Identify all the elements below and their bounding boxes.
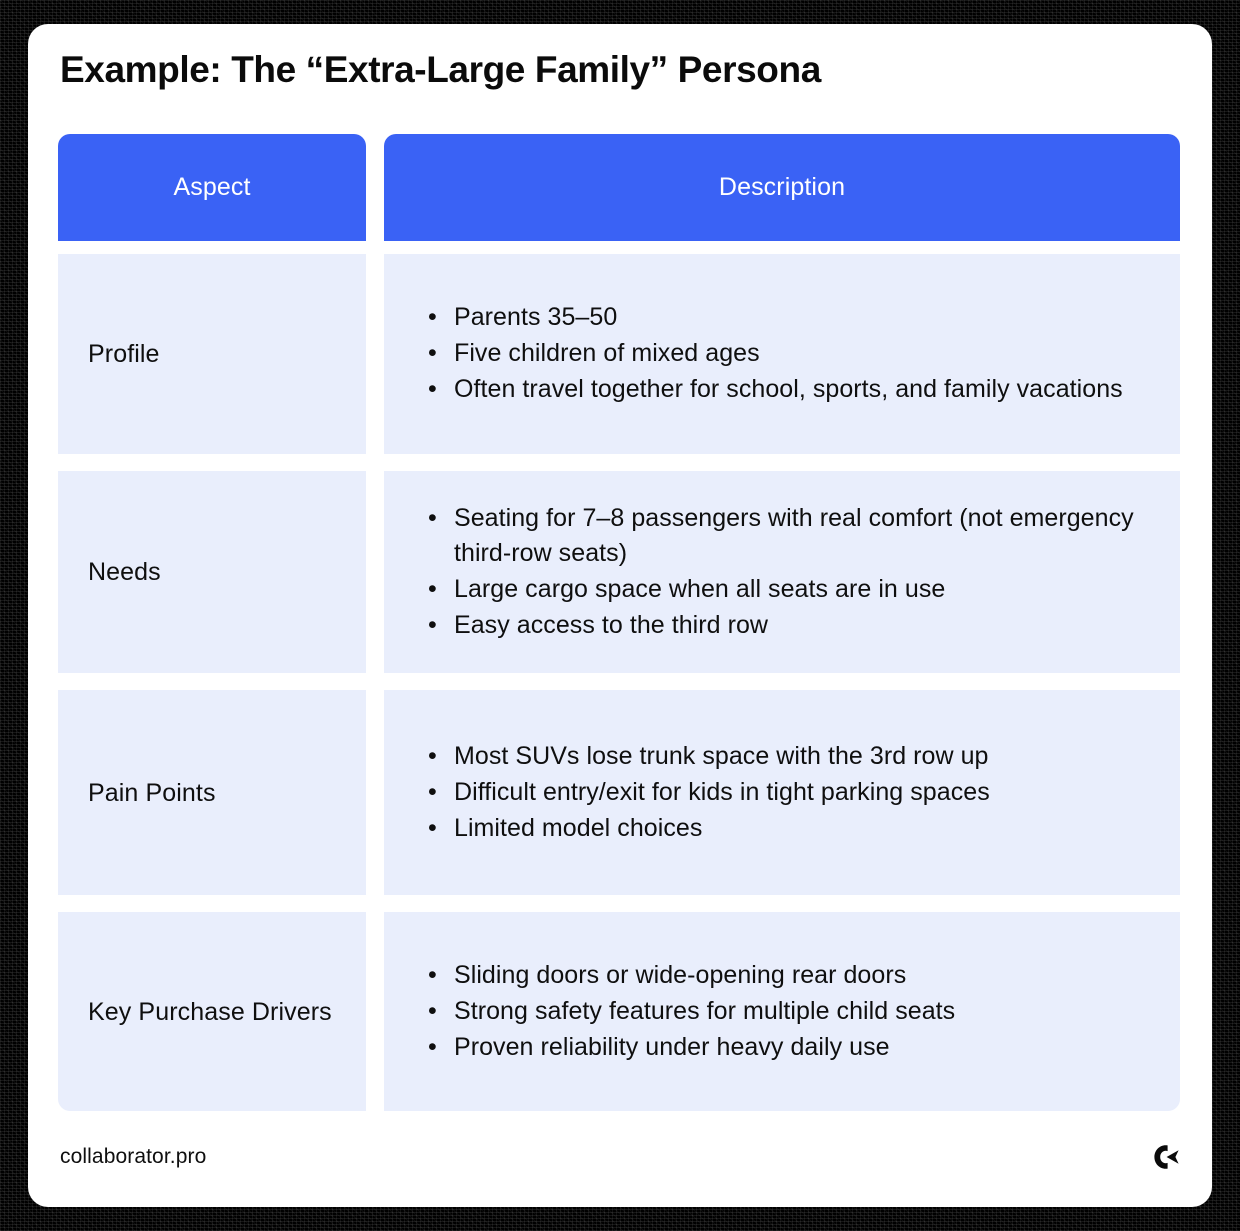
row-aspect-label: Key Purchase Drivers — [58, 912, 366, 1111]
list-item-text: Easy access to the third row — [454, 610, 769, 639]
column-header-description: Description — [384, 134, 1180, 241]
bullet-icon: • — [428, 813, 437, 842]
bullet-list: • Parents 35–50 • Five children of mixed a… — [426, 300, 1146, 408]
bullet-list: • Sliding doors or wide-opening rear door… — [426, 958, 1146, 1066]
list-item: • Five children of mixed ages — [426, 336, 1146, 371]
content-card: Example: The “Extra-Large Family” Person… — [28, 24, 1212, 1207]
list-item: • Large cargo space when all seats are in… — [426, 572, 1146, 607]
bullet-icon: • — [428, 339, 437, 367]
list-item: • Often travel together for school, sport… — [426, 372, 1146, 407]
row-description-cell: • Most SUVs lose trunk space with the 3rd… — [384, 690, 1180, 895]
row-aspect-label: Needs — [58, 471, 366, 673]
list-item-text: Large cargo space when all seats are in … — [454, 574, 946, 603]
list-item: • Easy access to the third row — [426, 608, 1146, 643]
card-footer: collaborator.pro — [60, 1139, 1182, 1175]
persona-table: Aspect Description Profile • Parents 35–5… — [58, 134, 1180, 1111]
list-item-text: Difficult entry/exit for kids in tight p… — [454, 777, 990, 806]
list-item: • Difficult entry/exit for kids in tight … — [426, 775, 1146, 810]
row-description-cell: • Sliding doors or wide-opening rear door… — [384, 912, 1180, 1111]
bullet-icon: • — [428, 777, 437, 806]
table-header-row: Aspect Description — [58, 134, 1180, 241]
bullet-icon: • — [428, 574, 437, 603]
list-item: • Proven reliability under heavy daily us… — [426, 1030, 1146, 1065]
table-row: Profile • Parents 35–50 • Five children of… — [58, 254, 1180, 454]
list-item: • Seating for 7–8 passengers with real co… — [426, 501, 1146, 571]
table-row: Key Purchase Drivers • Sliding doors or w… — [58, 912, 1180, 1111]
bullet-icon: • — [428, 375, 437, 403]
list-item-text: Proven reliability under heavy daily use — [454, 1032, 890, 1061]
list-item: • Parents 35–50 — [426, 300, 1146, 335]
table-row: Needs • Seating for 7–8 passengers with r… — [58, 471, 1180, 673]
bullet-icon: • — [428, 610, 437, 639]
bullet-icon: • — [428, 996, 437, 1025]
column-header-aspect: Aspect — [58, 134, 366, 241]
row-description-cell: • Parents 35–50 • Five children of mixed a… — [384, 254, 1180, 454]
bullet-icon: • — [428, 303, 437, 331]
list-item: • Sliding doors or wide-opening rear door… — [426, 958, 1146, 993]
bullet-icon: • — [428, 960, 437, 989]
row-aspect-label: Profile — [58, 254, 366, 454]
list-item-text: Most SUVs lose trunk space with the 3rd … — [454, 741, 989, 770]
list-item-text: Seating for 7–8 passengers with real com… — [454, 503, 1134, 567]
bullet-list: • Seating for 7–8 passengers with real co… — [426, 501, 1146, 644]
footer-brand-text: collaborator.pro — [60, 1145, 207, 1168]
collaborator-logo-icon — [1154, 1145, 1179, 1169]
list-item: • Limited model choices — [426, 811, 1146, 846]
list-item-text: Five children of mixed ages — [454, 339, 760, 367]
list-item: • Strong safety features for multiple chi… — [426, 994, 1146, 1029]
list-item-text: Strong safety features for multiple chil… — [454, 996, 956, 1025]
page-title: Example: The “Extra-Large Family” Person… — [60, 49, 821, 90]
bullet-list: • Most SUVs lose trunk space with the 3rd… — [426, 739, 1146, 847]
table-row: Pain Points • Most SUVs lose trunk space … — [58, 690, 1180, 895]
row-aspect-label: Pain Points — [58, 690, 366, 895]
bullet-icon: • — [428, 1032, 437, 1061]
list-item-text: Sliding doors or wide-opening rear doors — [454, 960, 907, 989]
list-item-text: Often travel together for school, sports… — [454, 375, 1123, 403]
list-item: • Most SUVs lose trunk space with the 3rd… — [426, 739, 1146, 774]
bullet-icon: • — [428, 503, 437, 532]
row-description-cell: • Seating for 7–8 passengers with real co… — [384, 471, 1180, 673]
list-item-text: Parents 35–50 — [454, 303, 618, 331]
list-item-text: Limited model choices — [454, 813, 703, 842]
bullet-icon: • — [428, 741, 437, 770]
